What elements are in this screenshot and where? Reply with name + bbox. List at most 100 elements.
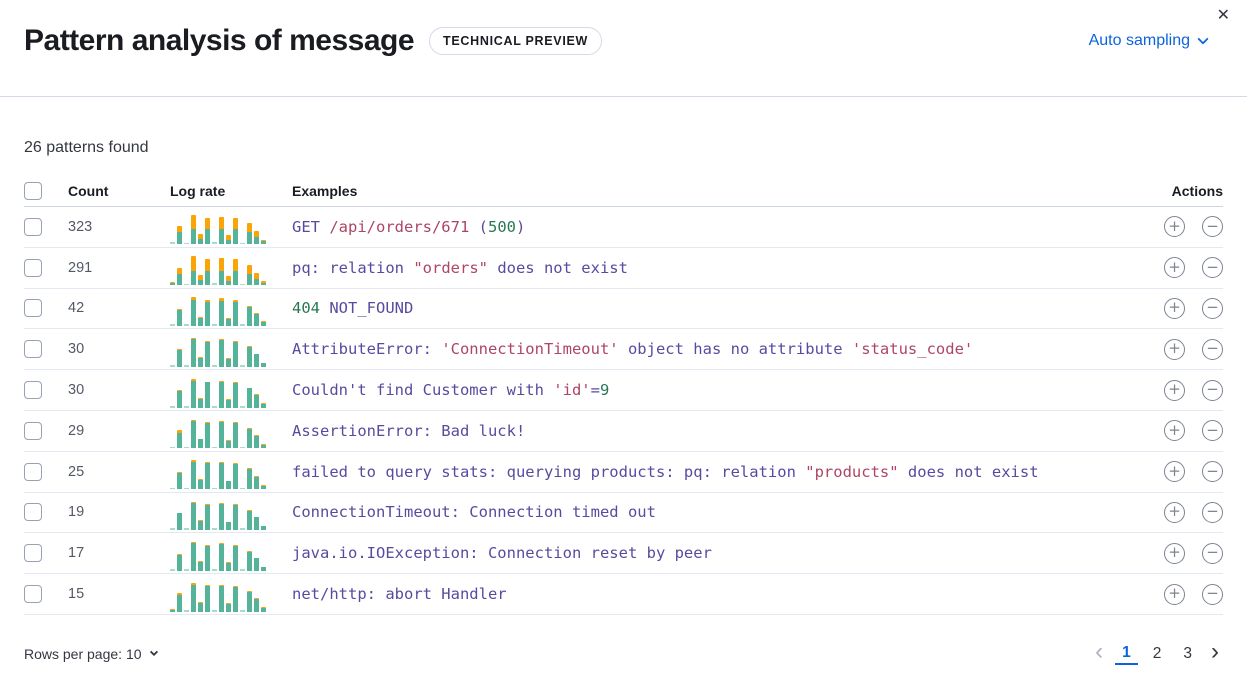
- log-rate-bar: [177, 471, 182, 490]
- log-rate-bar: [212, 283, 217, 286]
- column-header-examples: Examples: [292, 183, 358, 199]
- log-rate-bar: [191, 297, 196, 326]
- filter-in-button[interactable]: +: [1164, 420, 1185, 442]
- sampling-dropdown[interactable]: Auto sampling: [1089, 32, 1209, 50]
- minus-circle-icon: −: [1206, 216, 1219, 235]
- row-checkbox[interactable]: [24, 299, 42, 318]
- next-page-button[interactable]: ›: [1207, 639, 1223, 668]
- filter-in-button[interactable]: +: [1164, 583, 1185, 605]
- close-button[interactable]: ✕: [1213, 4, 1234, 28]
- example-token: 'id': [553, 381, 591, 400]
- example-token: net/http: abort Handler: [292, 585, 507, 604]
- table-body: 323 GET /api/orders/671 (500) + − 291 pq…: [24, 207, 1223, 615]
- log-rate-bar: [198, 438, 203, 449]
- select-all-checkbox[interactable]: [24, 182, 42, 200]
- log-rate-bar: [261, 281, 266, 286]
- filter-in-button[interactable]: +: [1164, 542, 1185, 564]
- plus-circle-icon: +: [1168, 339, 1181, 358]
- log-rate-bar: [261, 321, 266, 326]
- log-rate-bar: [261, 484, 266, 490]
- filter-out-button[interactable]: −: [1202, 257, 1223, 279]
- log-rate-bar: [247, 428, 252, 449]
- example-token: 'status_code': [851, 340, 974, 359]
- filter-in-button[interactable]: +: [1164, 338, 1185, 360]
- example-text: net/http: abort Handler: [292, 585, 1131, 603]
- row-count: 15: [68, 586, 85, 603]
- log-rate-bar: [261, 566, 266, 571]
- row-checkbox[interactable]: [24, 544, 42, 563]
- log-rate-bar: [177, 389, 182, 408]
- filter-in-button[interactable]: +: [1164, 461, 1185, 483]
- log-rate-bar: [170, 281, 175, 286]
- log-rate-bar: [205, 461, 210, 490]
- filter-out-button[interactable]: −: [1202, 420, 1223, 442]
- log-rate-bar: [233, 218, 238, 245]
- rows-per-page-button[interactable]: Rows per page: 10: [24, 645, 158, 662]
- filter-out-button[interactable]: −: [1202, 461, 1223, 483]
- filter-out-button[interactable]: −: [1202, 338, 1223, 360]
- filter-out-button[interactable]: −: [1202, 583, 1223, 605]
- previous-page-button[interactable]: ‹: [1091, 639, 1107, 668]
- log-rate-chart: [170, 418, 266, 449]
- filter-out-button[interactable]: −: [1202, 501, 1223, 523]
- log-rate-bar: [233, 544, 238, 571]
- log-rate-bar: [219, 258, 224, 286]
- filter-in-button[interactable]: +: [1164, 379, 1185, 401]
- log-rate-chart: [170, 378, 266, 408]
- row-checkbox[interactable]: [24, 258, 42, 277]
- log-rate-bar: [247, 550, 252, 571]
- page-button-2[interactable]: 2: [1146, 643, 1169, 665]
- page-button-1[interactable]: 1: [1115, 642, 1138, 666]
- log-rate-chart: [170, 459, 266, 490]
- log-rate-bar: [261, 362, 266, 367]
- filter-in-button[interactable]: +: [1164, 501, 1185, 523]
- filter-out-button[interactable]: −: [1202, 379, 1223, 401]
- table-row: 19 ConnectionTimeout: Connection timed o…: [24, 493, 1223, 534]
- log-rate-bar: [191, 378, 196, 408]
- row-checkbox[interactable]: [24, 421, 42, 440]
- row-count: 25: [68, 463, 85, 480]
- example-token: object has no attribute: [618, 340, 852, 359]
- row-checkbox[interactable]: [24, 217, 42, 236]
- column-header-log-rate: Log rate: [170, 183, 226, 199]
- example-token: AttributeError:: [292, 340, 442, 359]
- table-row: 323 GET /api/orders/671 (500) + −: [24, 207, 1223, 248]
- log-rate-bar: [191, 460, 196, 490]
- log-rate-bar: [177, 593, 182, 612]
- log-rate-bar: [254, 475, 259, 490]
- row-checkbox[interactable]: [24, 340, 42, 359]
- row-count: 30: [68, 382, 85, 399]
- log-rate-bar: [177, 349, 182, 367]
- filter-out-button[interactable]: −: [1202, 216, 1223, 238]
- table-header-row: Count Log rate Examples Actions: [24, 176, 1223, 207]
- page-button-3[interactable]: 3: [1176, 643, 1199, 665]
- row-checkbox[interactable]: [24, 503, 42, 522]
- table-row: 42 404 NOT_FOUND + −: [24, 289, 1223, 330]
- filter-in-button[interactable]: +: [1164, 216, 1185, 238]
- log-rate-bar: [233, 503, 238, 530]
- log-rate-bar: [226, 358, 231, 367]
- row-checkbox[interactable]: [24, 381, 42, 400]
- log-rate-bar: [177, 226, 182, 245]
- patterns-table: Count Log rate Examples Actions 323 GET …: [24, 176, 1223, 615]
- row-checkbox[interactable]: [24, 462, 42, 481]
- filter-out-button[interactable]: −: [1202, 542, 1223, 564]
- technical-preview-badge: TECHNICAL PREVIEW: [429, 27, 603, 55]
- row-checkbox[interactable]: [24, 585, 42, 604]
- rows-per-page-label: Rows per page: 10: [24, 645, 142, 662]
- filter-in-button[interactable]: +: [1164, 257, 1185, 279]
- log-rate-bar: [212, 324, 217, 326]
- log-rate-bar: [170, 487, 175, 490]
- log-rate-bar: [226, 562, 231, 571]
- log-rate-bar: [219, 380, 224, 408]
- log-rate-bar: [212, 487, 217, 490]
- filter-out-button[interactable]: −: [1202, 297, 1223, 319]
- plus-circle-icon: +: [1168, 380, 1181, 399]
- minus-circle-icon: −: [1206, 420, 1219, 439]
- log-rate-bar: [219, 420, 224, 449]
- log-rate-bar: [170, 446, 175, 449]
- log-rate-chart: [170, 541, 266, 571]
- example-token: AssertionError: Bad luck!: [292, 421, 526, 440]
- log-rate-bar: [254, 272, 259, 286]
- filter-in-button[interactable]: +: [1164, 297, 1185, 319]
